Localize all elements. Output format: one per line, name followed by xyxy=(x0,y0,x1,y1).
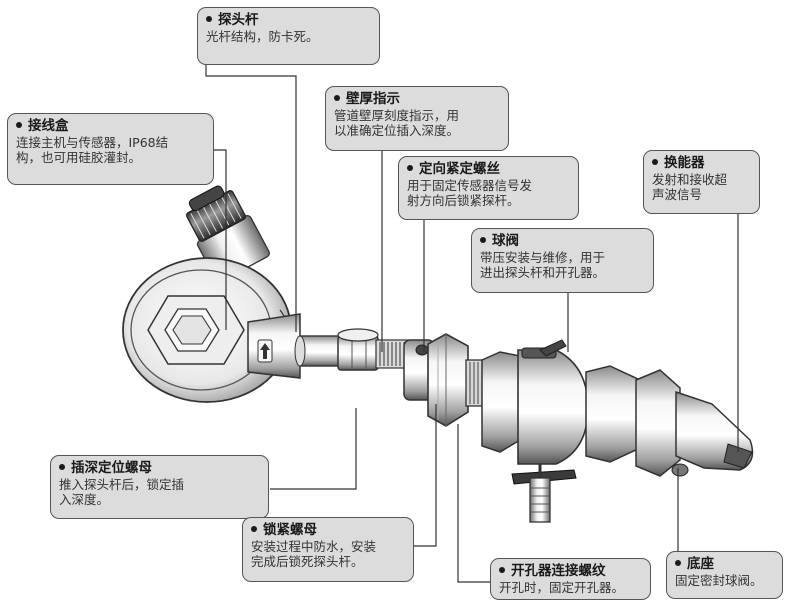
callout-depth-nut: 插深定位螺母 推入探头杆后，锁定插 入深度。 xyxy=(50,455,269,519)
ball-valve-drawing xyxy=(481,339,589,523)
base-drawing xyxy=(585,365,689,477)
bullet-icon xyxy=(334,95,340,101)
transducer-drawing xyxy=(675,390,754,471)
callout-drill-thread: 开孔器连接螺纹 开孔时，固定开孔器。 xyxy=(490,558,651,600)
callout-depth-nut-desc: 推入探头杆后，锁定插 入深度。 xyxy=(59,477,185,507)
callout-orientation-screw: 定向紧定螺丝 用于固定传感器信号发 射方向后锁紧探杆。 xyxy=(398,156,579,220)
bullet-icon xyxy=(59,464,65,470)
callout-lock-nut: 锁紧螺母 安装过程中防水，安装 完成后锁死探头杆。 xyxy=(242,517,414,582)
callout-base: 底座 固定密封球阀。 xyxy=(666,551,783,599)
wall-scale-drawing xyxy=(375,339,409,369)
callout-ball-valve-title: 球阀 xyxy=(480,233,646,250)
drill-thread-drawing xyxy=(465,359,485,407)
bullet-icon xyxy=(16,122,22,128)
callout-ball-valve-desc: 带压安装与维修，用于 进出探头杆和开孔器。 xyxy=(480,250,606,280)
device-drawing xyxy=(122,185,754,523)
depth-nut-drawing xyxy=(337,328,379,371)
callout-probe-rod-title: 探头杆 xyxy=(206,12,372,29)
callout-ball-valve: 球阀 带压安装与维修，用于 进出探头杆和开孔器。 xyxy=(471,228,654,293)
bullet-icon xyxy=(652,159,658,165)
probe-rod-drawing xyxy=(247,313,345,379)
callout-transducer-title: 换能器 xyxy=(652,155,752,172)
callout-depth-nut-title: 插深定位螺母 xyxy=(59,460,261,477)
callout-base-title: 底座 xyxy=(675,556,775,573)
bullet-icon xyxy=(206,16,212,22)
callout-transducer-desc: 发射和接收超 声波信号 xyxy=(652,172,728,202)
lock-nut-drawing xyxy=(427,333,469,427)
callout-drill-thread-desc: 开孔时，固定开孔器。 xyxy=(499,580,625,595)
callout-orientation-screw-desc: 用于固定传感器信号发 射方向后锁紧探杆。 xyxy=(407,178,533,208)
callout-junction-box-desc: 连接主机与传感器，IP68结 构，也可用硅胶灌封。 xyxy=(16,135,169,165)
callout-junction-box: 接线盒 连接主机与传感器，IP68结 构，也可用硅胶灌封。 xyxy=(7,113,214,185)
callout-lock-nut-desc: 安装过程中防水，安装 完成后锁死探头杆。 xyxy=(251,539,377,569)
leader-drill-thread xyxy=(457,424,490,583)
callout-wall-thickness-title: 壁厚指示 xyxy=(334,91,501,108)
callout-drill-thread-title: 开孔器连接螺纹 xyxy=(499,563,643,580)
callout-probe-rod-desc: 光杆结构，防卡死。 xyxy=(206,29,319,44)
callout-lock-nut-title: 锁紧螺母 xyxy=(251,522,406,539)
callout-transducer: 换能器 发射和接收超 声波信号 xyxy=(643,150,760,214)
callout-wall-thickness: 壁厚指示 管道壁厚刻度指示，用 以准确定位插入深度。 xyxy=(325,86,509,151)
bullet-icon xyxy=(480,237,486,243)
bullet-icon xyxy=(675,560,681,566)
leader-lock-nut xyxy=(414,404,437,547)
bullet-icon xyxy=(251,526,257,532)
leader-depth-nut xyxy=(270,408,357,490)
orientation-collar-drawing xyxy=(403,339,435,401)
bullet-icon xyxy=(407,165,413,171)
callout-base-desc: 固定密封球阀。 xyxy=(675,573,763,588)
callout-orientation-screw-title: 定向紧定螺丝 xyxy=(407,161,571,178)
callout-junction-box-title: 接线盒 xyxy=(16,118,206,135)
callout-wall-thickness-desc: 管道壁厚刻度指示，用 以准确定位插入深度。 xyxy=(334,108,460,138)
up-arrow-icon xyxy=(260,343,270,359)
bullet-icon xyxy=(499,567,505,573)
callout-probe-rod: 探头杆 光杆结构，防卡死。 xyxy=(197,7,380,65)
